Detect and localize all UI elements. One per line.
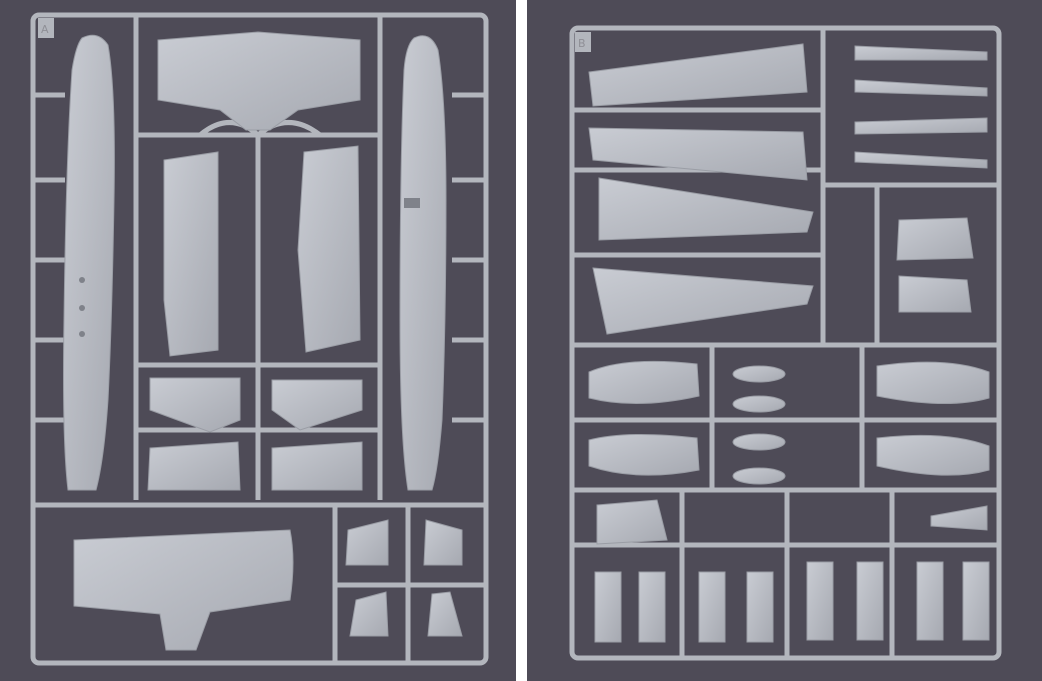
sprue-a-photo: A [0,0,516,681]
sprue-b-parts [588,43,990,643]
nacelle-4 [876,434,990,476]
tailplane-3 [147,441,241,491]
nacelle-2 [588,433,700,476]
panel-4 [746,571,774,643]
wing-upper-1 [588,43,808,107]
sprue-a-letter: A [41,23,49,36]
fuselage-half-right [399,35,447,491]
panel-1 [594,571,622,643]
lower-wing [73,529,294,651]
tailplane-1 [149,377,241,433]
wing-panel-right [297,145,361,353]
wing-lower-1 [598,177,814,241]
strut-2 [854,79,988,97]
panel-2 [638,571,666,643]
mount-upper [896,217,974,261]
sprue-b-drawing: B [569,25,1002,661]
strut-1 [854,45,988,61]
pod-4 [732,467,786,485]
wing-upper-2 [588,127,808,181]
fuselage-half-left [63,34,115,491]
strut-3 [854,117,988,135]
sprue-a-details [79,198,420,337]
mount-lower [898,275,972,313]
wing-panel-left [163,151,219,357]
canopy-part [930,505,988,531]
tailplane-4 [271,441,363,491]
sprue-b-letter-tab: B [575,32,591,52]
sprue-a-drawing: A [30,12,489,666]
fin-left [349,591,389,637]
sprue-a-letter-tab: A [38,18,54,38]
sprue-b-letter: B [578,37,586,50]
panel-3 [698,571,726,643]
nacelle-3 [876,361,990,405]
panel-7 [916,561,944,641]
fin-right [427,591,463,637]
nacelle-1 [588,360,700,405]
small-part-1 [345,519,389,566]
cowling-part [596,499,668,545]
pod-3 [732,433,786,451]
pod-1 [732,365,786,383]
wing-lower-2 [592,267,814,335]
small-part-2 [423,519,463,566]
sprue-a-parts [63,31,463,651]
tailplane-2 [271,379,363,431]
panel-5 [806,561,834,641]
sprue-a-frame [30,12,489,666]
panel-8 [962,561,990,641]
pod-2 [732,395,786,413]
upper-wing-center [157,31,361,131]
strut-4 [854,151,988,169]
sprue-b-photo: B [527,0,1042,681]
panel-6 [856,561,884,641]
